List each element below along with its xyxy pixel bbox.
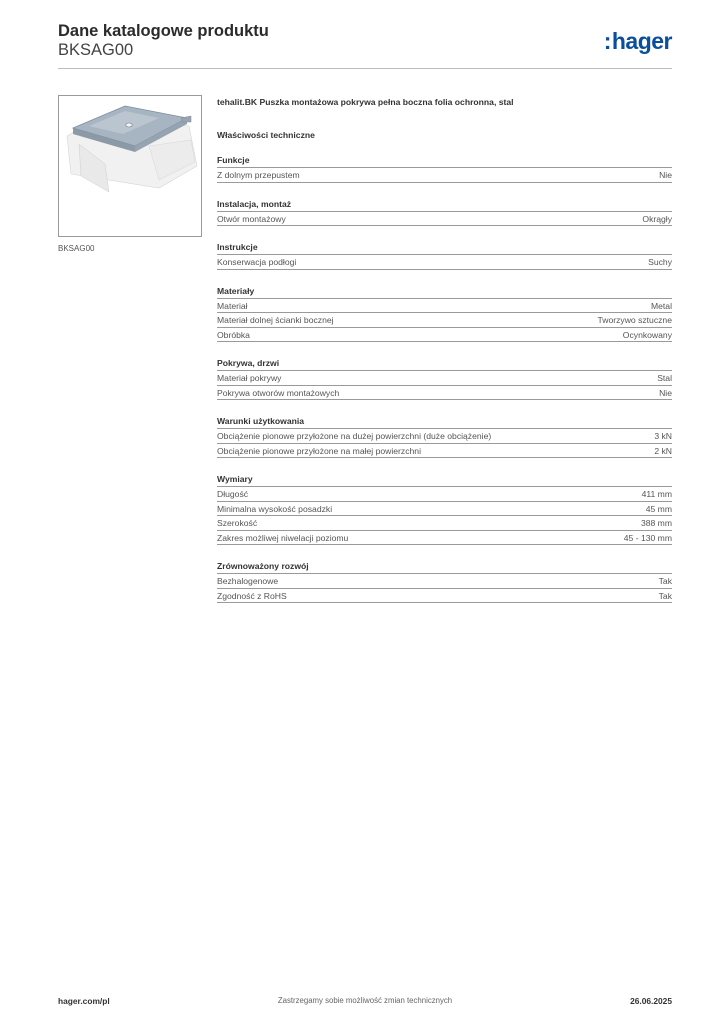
property-row: Zgodność z RoHS Tak xyxy=(217,589,672,603)
property-row: Bezhalogenowe Tak xyxy=(217,574,672,589)
property-label: Z dolnym przepustem xyxy=(217,170,300,180)
section-title: Wymiary xyxy=(217,474,672,487)
property-label: Szerokość xyxy=(217,518,258,528)
property-label: Otwór montażowy xyxy=(217,213,286,224)
property-section: Funkcje Z dolnym przepustem Nie xyxy=(217,155,672,183)
property-row: Obróbka Ocynkowany xyxy=(217,328,672,342)
header-divider xyxy=(58,68,672,69)
property-row: Szerokość 388 mm xyxy=(217,516,672,531)
section-title: Instrukcje xyxy=(217,242,672,255)
property-value: Nie xyxy=(659,387,672,398)
property-value: Okrągły xyxy=(642,213,672,224)
property-value: Metal xyxy=(650,300,672,311)
property-value: 45 mm xyxy=(645,503,672,514)
page-header: Dane katalogowe produktu BKSAG00 :hager xyxy=(58,22,673,70)
property-label: Zakres możliwej niwelacji poziomu xyxy=(217,532,349,543)
section-title: Materiały xyxy=(217,286,672,299)
property-value: Tworzywo sztuczne xyxy=(597,315,672,325)
footer-website-link[interactable]: hager.com/pl xyxy=(58,996,110,1006)
property-label: Materiał xyxy=(217,300,248,311)
property-row: Minimalna wysokość posadzki 45 mm xyxy=(217,502,672,516)
property-label: Obciążenie pionowe przyłożone na dużej p… xyxy=(217,431,492,441)
property-row: Konserwacja podłogi Suchy xyxy=(217,255,672,270)
property-value: 45 - 130 mm xyxy=(623,532,672,543)
property-value: Ocynkowany xyxy=(622,329,672,340)
property-label: Minimalna wysokość posadzki xyxy=(217,503,333,514)
property-value: Tak xyxy=(658,576,672,586)
property-label: Długość xyxy=(217,489,249,499)
floor-box-illustration xyxy=(66,105,198,193)
section-title: Pokrywa, drzwi xyxy=(217,358,672,371)
section-title: Zrównoważony rozwój xyxy=(217,561,672,574)
property-value: 3 kN xyxy=(654,431,672,441)
section-title: Warunki użytkowania xyxy=(217,416,672,429)
footer-notice: Zastrzegamy sobie możliwość zmian techni… xyxy=(277,996,453,1005)
product-image xyxy=(58,95,202,237)
property-label: Konserwacja podłogi xyxy=(217,257,297,267)
property-value: Nie xyxy=(659,170,672,180)
property-value: Tak xyxy=(658,590,672,601)
product-details: tehalit.BK Puszka montażowa pokrywa pełn… xyxy=(217,97,672,603)
property-row: Materiał Metal xyxy=(217,299,672,313)
logo-text: hager xyxy=(611,28,673,54)
image-caption: BKSAG00 xyxy=(58,244,95,253)
property-value: Suchy xyxy=(648,257,672,267)
property-label: Obróbka xyxy=(217,329,250,340)
logo-dots-icon: : xyxy=(603,28,612,54)
property-value: 411 mm xyxy=(641,489,672,499)
page-title: Dane katalogowe produktu xyxy=(58,22,269,40)
property-row: Materiał dolnej ścianki bocznej Tworzywo … xyxy=(217,313,672,328)
section-title: Instalacja, montaż xyxy=(217,199,672,212)
property-row: Zakres możliwej niwelacji poziomu 45 - 13… xyxy=(217,531,672,545)
footer-date: 26.06.2025 xyxy=(630,996,672,1006)
property-label: Pokrywa otworów montażowych xyxy=(217,387,340,398)
technical-properties-heading: Właściwości techniczne xyxy=(217,130,315,140)
property-row: Długość 411 mm xyxy=(217,487,672,502)
property-row: Obciążenie pionowe przyłożone na dużej p… xyxy=(217,429,672,444)
property-value: 388 mm xyxy=(640,518,672,528)
section-title: Funkcje xyxy=(217,155,672,168)
property-value: Stal xyxy=(657,373,672,383)
hager-logo: :hager xyxy=(603,28,673,55)
property-row: Otwór montażowy Okrągły xyxy=(217,212,672,226)
property-row: Z dolnym przepustem Nie xyxy=(217,168,672,183)
property-row: Pokrywa otworów montażowych Nie xyxy=(217,386,672,400)
product-code: BKSAG00 xyxy=(58,41,134,59)
property-value: 2 kN xyxy=(654,445,672,456)
product-description: tehalit.BK Puszka montażowa pokrywa pełn… xyxy=(217,97,514,107)
property-row: Obciążenie pionowe przyłożone na małej p… xyxy=(217,444,672,458)
property-label: Bezhalogenowe xyxy=(217,576,279,586)
property-label: Materiał dolnej ścianki bocznej xyxy=(217,315,334,325)
property-row: Materiał pokrywy Stal xyxy=(217,371,672,386)
property-label: Zgodność z RoHS xyxy=(217,590,287,601)
page-footer: hager.com/pl Zastrzegamy sobie możliwość… xyxy=(58,996,672,1010)
property-label: Materiał pokrywy xyxy=(217,373,282,383)
property-label: Obciążenie pionowe przyłożone na małej p… xyxy=(217,445,421,456)
